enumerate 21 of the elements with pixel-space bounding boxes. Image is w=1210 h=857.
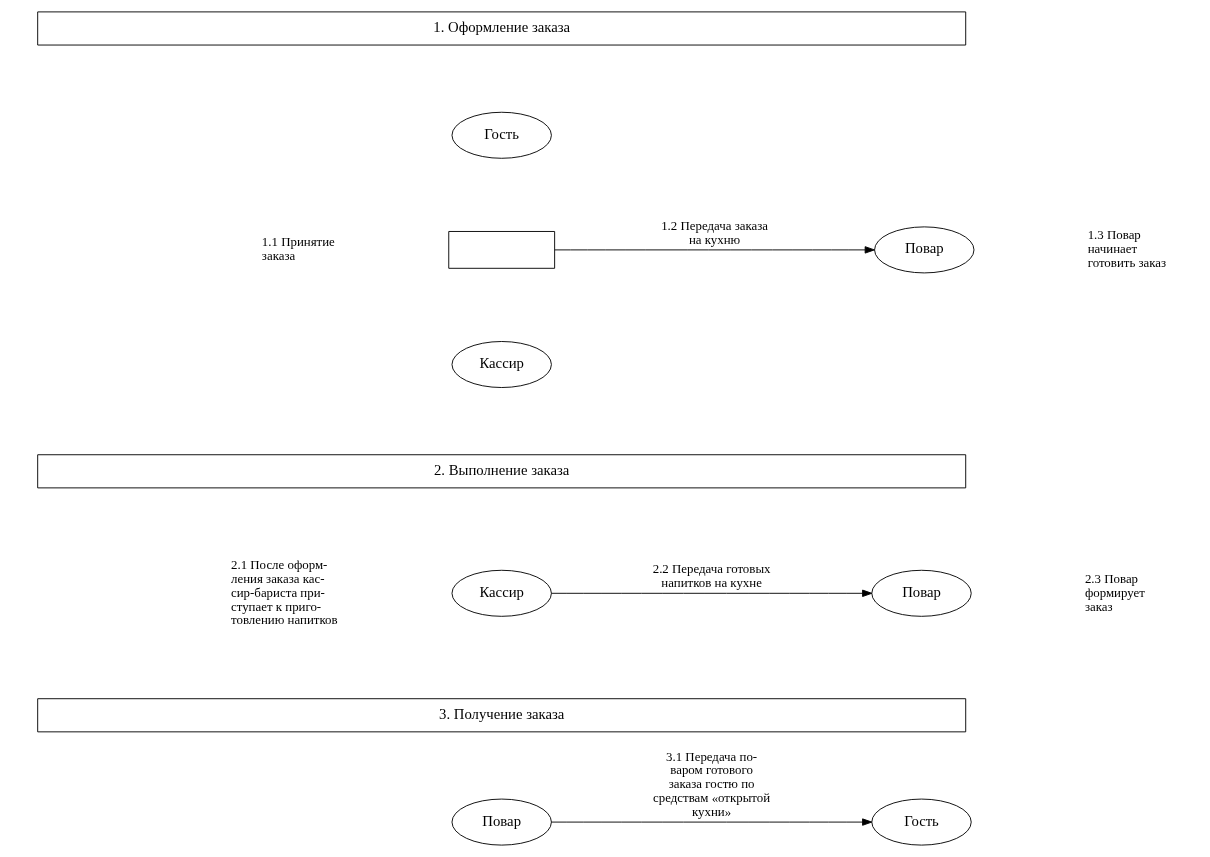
label: 2.1 После оформ- ления заказа кас- сир-бариста при- ступает к приго- товлению напитков xyxy=(230,558,338,628)
arrow xyxy=(550,589,872,597)
node-box: 1. Оформление заказа xyxy=(36,11,966,46)
node-box: 2. Выполнение заказа xyxy=(36,454,966,489)
node-box: 3. Получение заказа xyxy=(36,698,966,733)
node-ellipse: Гость xyxy=(870,798,972,846)
arrow xyxy=(550,818,872,826)
edge-label: 1.2 Передача заказа на кухню xyxy=(660,218,768,247)
label: 1.1 Принятие заказа xyxy=(261,235,335,264)
node-box xyxy=(447,231,555,269)
node-ellipse: Повар xyxy=(451,798,552,846)
node-ellipse: Повар xyxy=(870,569,972,617)
node-ellipse: Кассир xyxy=(451,341,552,388)
label: 2.3 Повар формирует заказ xyxy=(1084,571,1145,614)
label: 1.3 Повар начинает готовить заказ xyxy=(1087,228,1166,271)
node-ellipse: Повар xyxy=(873,226,974,274)
node-ellipse: Гость xyxy=(451,111,552,159)
arrow xyxy=(553,246,875,254)
edge-label: 2.2 Передача готовых напитков на кухне xyxy=(652,562,770,591)
node-ellipse: Кассир xyxy=(451,569,552,617)
edge-label: 3.1 Передача по- варом готового заказа гостю по средствам «открытой кухни» xyxy=(652,749,770,819)
